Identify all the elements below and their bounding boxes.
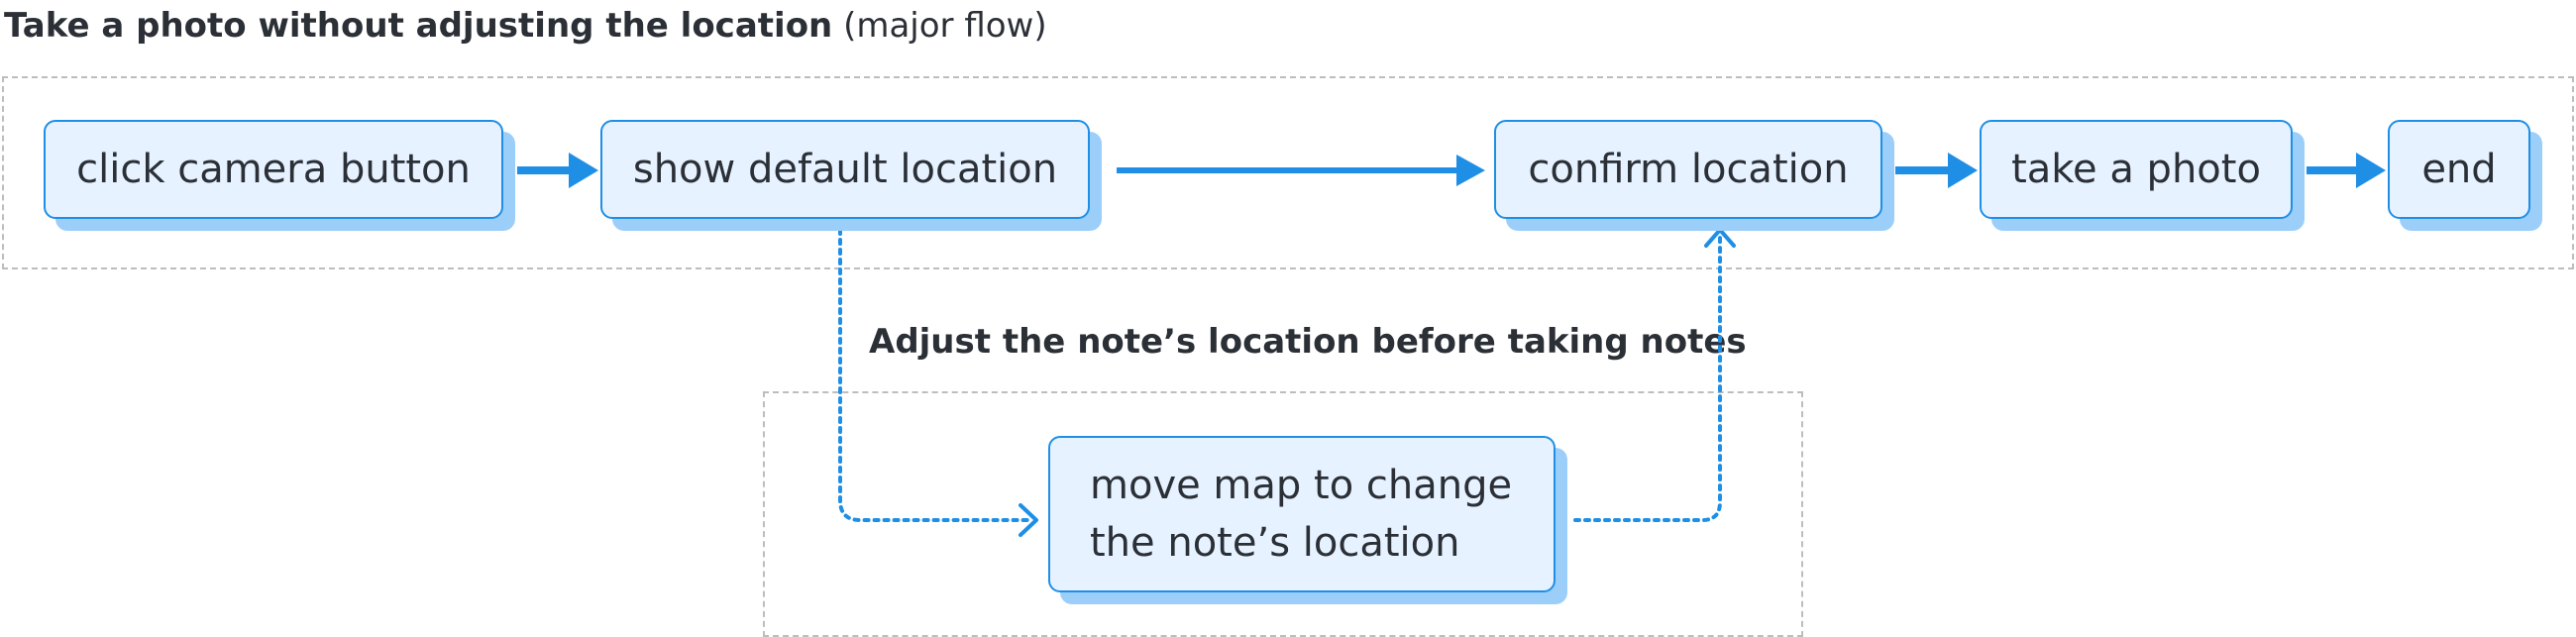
subflow-frame — [763, 391, 1803, 637]
node-confirm-location: confirm location — [1494, 120, 1882, 219]
arrow-move-map-to-confirm — [1573, 228, 1736, 522]
node-label: take a photo — [2011, 147, 2261, 192]
title-main: Take a photo without adjusting the locat… — [4, 6, 833, 46]
node-label: show default location — [632, 147, 1058, 192]
arrow-click-to-show — [517, 153, 598, 188]
node-label-line1: move map to change — [1090, 463, 1513, 508]
arrow-confirm-to-photo — [1895, 153, 1978, 188]
arrow-show-to-confirm — [1117, 155, 1485, 186]
node-click-camera-button: click camera button — [44, 120, 503, 219]
subflow-label: Adjust the note’s location before taking… — [869, 322, 1747, 362]
major-flow-frame — [2, 76, 2574, 269]
node-take-a-photo: take a photo — [1980, 120, 2293, 219]
node-move-map: move map to change the note’s location — [1048, 436, 1556, 592]
title-suffix: (major flow) — [843, 6, 1047, 46]
node-show-default-location: show default location — [600, 120, 1090, 219]
node-label: end — [2421, 147, 2497, 192]
arrow-photo-to-end — [2307, 153, 2386, 188]
arrow-show-to-move-map — [838, 228, 1038, 537]
node-label-line2: the note’s location — [1090, 520, 1460, 566]
node-end: end — [2388, 120, 2530, 219]
diagram-title: Take a photo without adjusting the locat… — [4, 6, 1047, 46]
node-label: click camera button — [76, 147, 471, 192]
node-label: confirm location — [1528, 147, 1849, 192]
